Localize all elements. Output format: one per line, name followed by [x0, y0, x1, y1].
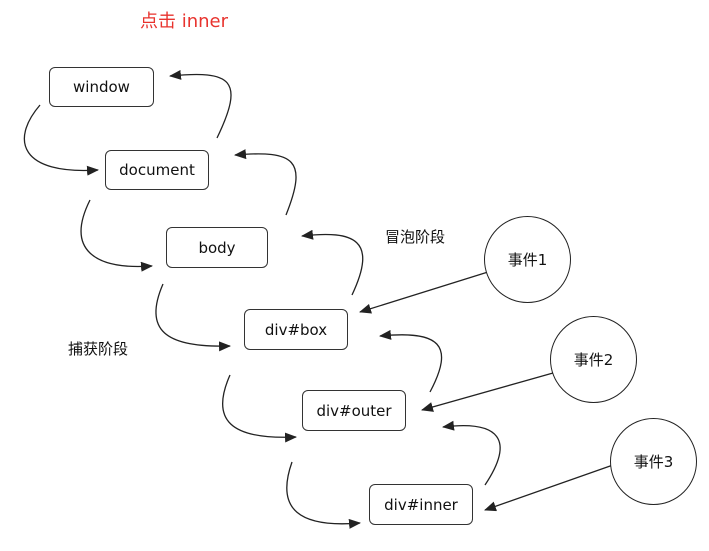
event3-circle: 事件3 — [610, 418, 697, 505]
node-div-inner: div#inner — [369, 484, 473, 525]
event3-arrow — [484, 464, 614, 512]
capture-arrow-document-body — [80, 199, 153, 272]
node-body: body — [166, 227, 268, 268]
event1-circle: 事件1 — [484, 216, 571, 303]
capture-phase-label: 捕获阶段 — [68, 340, 129, 358]
event1-arrow — [359, 271, 489, 314]
page-title: 点击 inner — [140, 11, 229, 32]
capture-arrow-outer-inner — [286, 461, 361, 529]
node-document: document — [105, 150, 209, 190]
bubble-arrow-inner-outer — [442, 420, 501, 486]
capture-arrow-box-outer — [221, 374, 297, 443]
bubble-arrow-document-window — [169, 69, 232, 139]
bubble-arrow-outer-box — [379, 329, 443, 393]
node-window: window — [49, 67, 154, 107]
node-div-outer: div#outer — [302, 390, 406, 431]
capture-arrow-window-document — [23, 104, 99, 176]
event2-circle: 事件2 — [550, 316, 637, 403]
bubble-phase-label: 冒泡阶段 — [385, 228, 446, 246]
node-div-box: div#box — [244, 309, 348, 350]
event2-arrow — [421, 372, 554, 412]
bubble-arrow-box-body — [301, 229, 364, 296]
bubble-arrow-body-document — [234, 149, 297, 216]
capture-arrow-body-box — [155, 283, 231, 352]
